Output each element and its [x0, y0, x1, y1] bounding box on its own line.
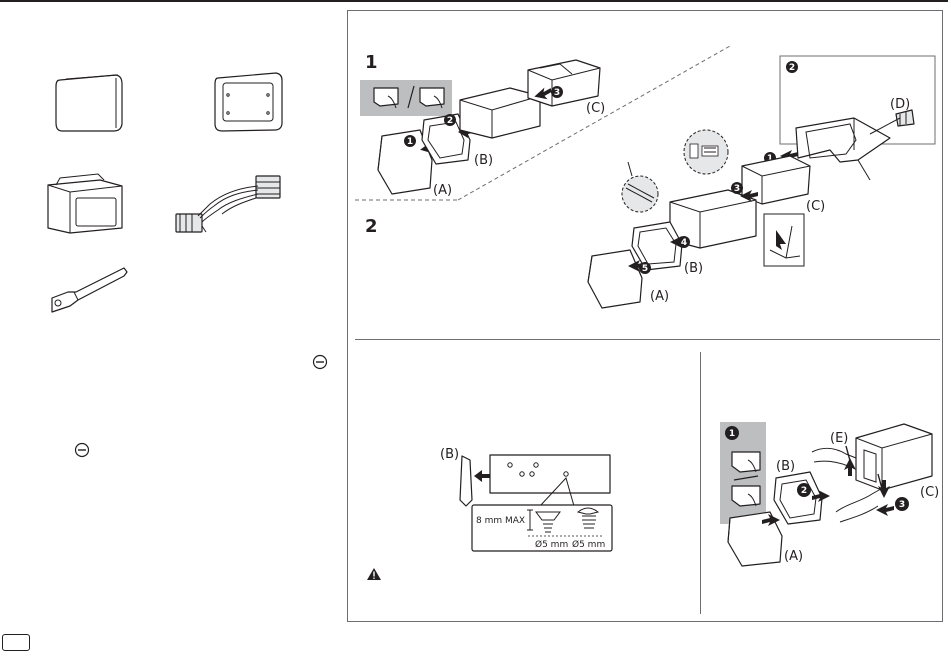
- extraction-hands-illustration: (E): [811, 431, 887, 523]
- label-c-removal: (C): [920, 485, 939, 500]
- label-c: (C): [586, 101, 605, 116]
- label-e: (E): [830, 431, 848, 446]
- label-a-removal: (A): [784, 549, 803, 564]
- mounting-sleeve-illustration: [47, 173, 123, 234]
- method-2-faceplate: (A): [587, 249, 669, 309]
- removal-trim-plate: (B): [773, 459, 823, 525]
- removal-callout: 1: [720, 422, 766, 524]
- method-1-trim-plate: (B): [421, 113, 493, 168]
- wiring-harness-illustration: [175, 175, 281, 233]
- method-1-callout: [360, 80, 452, 116]
- method-divider-dashed: [457, 45, 731, 201]
- panel-vertical-divider: [700, 352, 701, 614]
- label-a-method-2: (A): [650, 289, 669, 304]
- method-1-number: 1: [365, 52, 378, 73]
- tab-bend-detail: [763, 213, 805, 267]
- screw-depth-label: 8 mm MAX: [476, 516, 525, 526]
- badge-4: 4: [681, 238, 687, 248]
- minus-circle-icon: [312, 354, 328, 370]
- badge-1: 1: [407, 137, 413, 147]
- parts-list: [0, 0, 340, 655]
- badge-1-method-2: 1: [767, 154, 773, 164]
- badge-2-removal: 2: [801, 486, 807, 496]
- label-b-method-2: (B): [684, 261, 703, 276]
- method-1-head-unit: [459, 87, 541, 139]
- trim-plate-illustration: [214, 72, 283, 132]
- badge-2: 2: [447, 116, 453, 126]
- method-2-trim-plate: (B): [631, 221, 703, 276]
- top-rule: [0, 0, 948, 2]
- minus-circle-icon: [74, 442, 90, 458]
- extraction-key-illustration: [51, 267, 128, 313]
- method-1-faceplate: (A): [377, 129, 452, 198]
- method-2-number: 2: [365, 216, 378, 237]
- diameter-right-label: Ø5 mm: [572, 539, 605, 550]
- clip-detail-circle: [683, 129, 729, 175]
- badge-1-removal: 1: [729, 429, 735, 439]
- badge-5: 5: [642, 264, 648, 274]
- badge-3: 3: [554, 88, 560, 98]
- label-b: (B): [474, 153, 493, 168]
- badge-3-method-2: 3: [734, 184, 740, 194]
- dashboard-bracket: [795, 117, 901, 181]
- screw-right-illustration: [576, 507, 600, 529]
- page-number-box: [2, 634, 30, 651]
- faceplate-illustration: [55, 74, 123, 132]
- badge-2-detail: 2: [789, 63, 795, 73]
- label-b-mounting: (B): [440, 447, 459, 462]
- label-a: (A): [433, 183, 452, 198]
- diameter-left-label: Ø5 mm: [535, 539, 568, 550]
- lever-detail-circle: [621, 161, 659, 213]
- installation-panel: [347, 10, 943, 622]
- method-2-sleeve: (C): [741, 155, 825, 214]
- label-d: (D): [890, 97, 910, 112]
- installation-methods: 1 2 (A) 1 (B) 2: [355, 45, 936, 309]
- label-c-method-2: (C): [806, 199, 825, 214]
- warning-icon: [367, 568, 381, 580]
- label-b-removal: (B): [776, 459, 795, 474]
- badge-3-removal: 3: [899, 500, 905, 510]
- screw-left-illustration: [535, 511, 561, 533]
- removal-head-unit: (C): [855, 423, 939, 500]
- panel-divider: [355, 339, 940, 340]
